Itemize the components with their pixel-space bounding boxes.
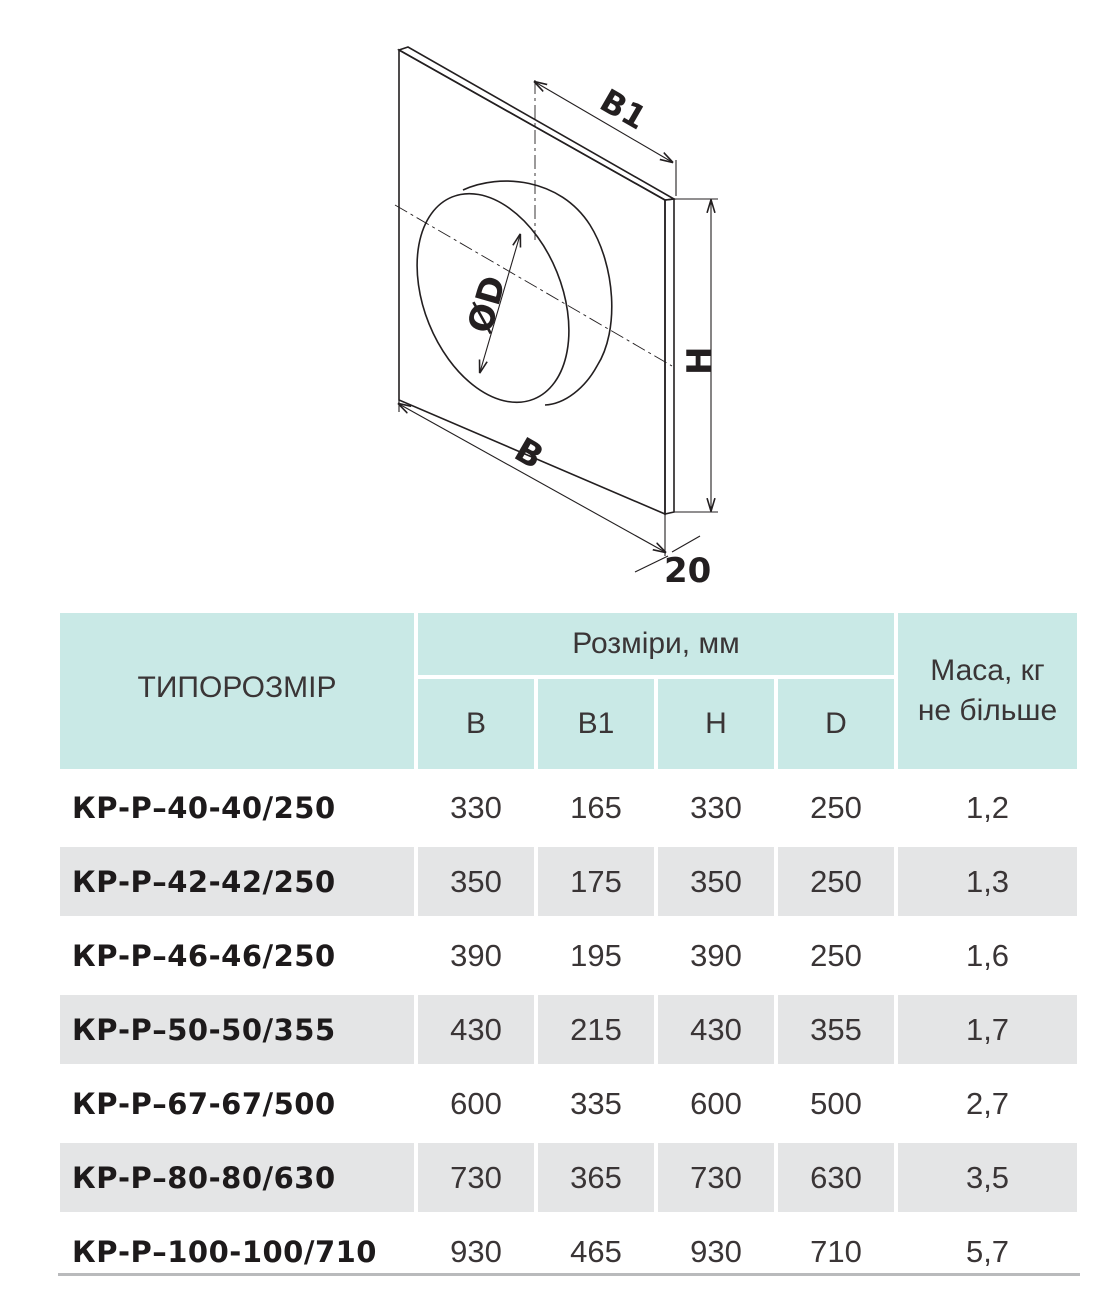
header-mass: Маса, кг не більше (898, 613, 1078, 773)
cell-b1: 465 (538, 1217, 658, 1291)
cell-mass: 1,3 (898, 847, 1078, 921)
cell-h: 930 (658, 1217, 778, 1291)
cell-b: 390 (418, 921, 538, 995)
cell-b1: 365 (538, 1143, 658, 1217)
spec-table-body: КР-Р–40-40/250 330 165 330 250 1,2 КР-Р–… (60, 773, 1078, 1291)
cell-model: КР-Р–80-80/630 (60, 1143, 418, 1217)
table-row: КР-Р–67-67/500 600 335 600 500 2,7 (60, 1069, 1078, 1143)
header-col-d: D (778, 679, 899, 773)
cell-d: 710 (778, 1217, 899, 1291)
cell-model: КР-Р–100-100/710 (60, 1217, 418, 1291)
header-col-b1: B1 (538, 679, 658, 773)
cell-d: 250 (778, 847, 899, 921)
table-row: КР-Р–42-42/250 350 175 350 250 1,3 (60, 847, 1078, 921)
cell-model: КР-Р–50-50/355 (60, 995, 418, 1069)
dim-label-b1: B1 (594, 81, 653, 137)
cell-b1: 215 (538, 995, 658, 1069)
spec-table-header: ТИПОРОЗМІР Розміри, мм Маса, кг не більш… (60, 613, 1078, 773)
header-dimensions: Розміри, мм (418, 613, 899, 679)
cell-model: КР-Р–67-67/500 (60, 1069, 418, 1143)
cell-d: 355 (778, 995, 899, 1069)
header-mass-line1: Маса, кг (930, 654, 1045, 687)
header-mass-line2: не більше (917, 694, 1058, 727)
cell-mass: 1,6 (898, 921, 1078, 995)
cell-model: КР-Р–42-42/250 (60, 847, 418, 921)
cell-b1: 335 (538, 1069, 658, 1143)
dimension-lines (399, 82, 718, 573)
cell-mass: 3,5 (898, 1143, 1078, 1217)
table-row: КР-Р–100-100/710 930 465 930 710 5,7 (60, 1217, 1078, 1291)
cell-b: 350 (418, 847, 538, 921)
cell-mass: 2,7 (898, 1069, 1078, 1143)
dim-label-b: B (508, 430, 550, 478)
bottom-divider (58, 1273, 1080, 1276)
cell-d: 250 (778, 773, 899, 847)
cell-b1: 165 (538, 773, 658, 847)
cell-model: КР-Р–40-40/250 (60, 773, 418, 847)
cell-h: 600 (658, 1069, 778, 1143)
cell-h: 390 (658, 921, 778, 995)
cell-model: КР-Р–46-46/250 (60, 921, 418, 995)
cell-mass: 1,2 (898, 773, 1078, 847)
cell-b1: 175 (538, 847, 658, 921)
header-col-b: B (418, 679, 538, 773)
cell-h: 350 (658, 847, 778, 921)
cell-d: 630 (778, 1143, 899, 1217)
cell-d: 500 (778, 1069, 899, 1143)
cell-b: 330 (418, 773, 538, 847)
cell-b: 600 (418, 1069, 538, 1143)
table-row: КР-Р–40-40/250 330 165 330 250 1,2 (60, 773, 1078, 847)
cell-b: 930 (418, 1217, 538, 1291)
dim-label-thickness: 20 (664, 551, 711, 591)
cell-h: 330 (658, 773, 778, 847)
cell-mass: 5,7 (898, 1217, 1078, 1291)
cell-h: 730 (658, 1143, 778, 1217)
technical-drawing: B1 ØD H B 20 (0, 0, 1119, 610)
dim-label-h: H (680, 347, 720, 375)
cell-mass: 1,7 (898, 995, 1078, 1069)
cell-d: 250 (778, 921, 899, 995)
header-col-h: H (658, 679, 778, 773)
cell-b1: 195 (538, 921, 658, 995)
cell-b: 430 (418, 995, 538, 1069)
cell-h: 430 (658, 995, 778, 1069)
plate-collar-isometric-drawing: B1 ØD H B 20 (394, 46, 720, 591)
table-row: КР-Р–80-80/630 730 365 730 630 3,5 (60, 1143, 1078, 1217)
table-row: КР-Р–50-50/355 430 215 430 355 1,7 (60, 995, 1078, 1069)
cell-b: 730 (418, 1143, 538, 1217)
plate-side-edge (664, 198, 675, 515)
table-row: КР-Р–46-46/250 390 195 390 250 1,6 (60, 921, 1078, 995)
header-model: ТИПОРОЗМІР (60, 613, 418, 773)
spec-table: ТИПОРОЗМІР Розміри, мм Маса, кг не більш… (60, 613, 1078, 1291)
